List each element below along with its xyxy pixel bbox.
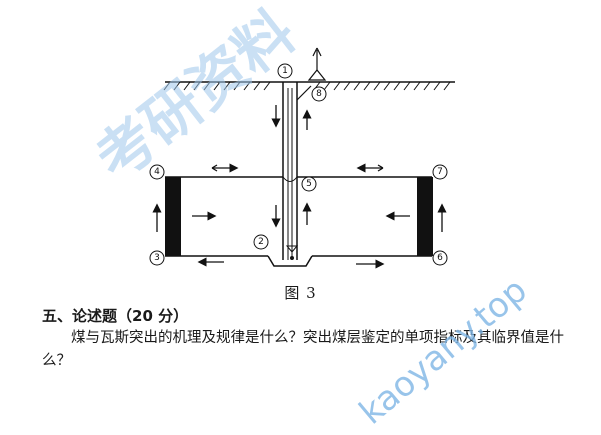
svg-text:7: 7 — [437, 167, 443, 177]
shaft — [282, 82, 298, 260]
question-text: 煤与瓦斯突出的机理及规律是什么？突出煤层鉴定的单项指标及其临界值是什么？ — [42, 330, 564, 369]
svg-text:1: 1 — [282, 66, 288, 76]
node-2 — [253, 234, 269, 250]
airflow-arrows — [152, 105, 447, 269]
left-working-face — [165, 177, 181, 256]
node-8 — [311, 86, 327, 102]
node-1 — [277, 63, 293, 79]
ground-surface — [163, 81, 455, 91]
fan-icon — [296, 47, 327, 101]
section-heading: 五、论述题（20 分） — [42, 307, 189, 325]
svg-text:8: 8 — [316, 89, 322, 99]
svg-text:5: 5 — [306, 179, 312, 189]
svg-text:3: 3 — [154, 253, 160, 263]
node-3 — [149, 250, 165, 266]
right-working-face — [417, 177, 433, 256]
node-6 — [432, 250, 448, 266]
figure-caption: 图 3 — [284, 284, 317, 302]
svg-text:6: 6 — [437, 253, 443, 263]
shaft-sump — [267, 255, 313, 267]
node-4 — [149, 164, 165, 180]
node-markers — [149, 63, 448, 266]
node-7 — [432, 164, 448, 180]
svg-text:4: 4 — [154, 167, 160, 177]
svg-text:2: 2 — [258, 237, 264, 247]
node-5 — [301, 176, 317, 192]
